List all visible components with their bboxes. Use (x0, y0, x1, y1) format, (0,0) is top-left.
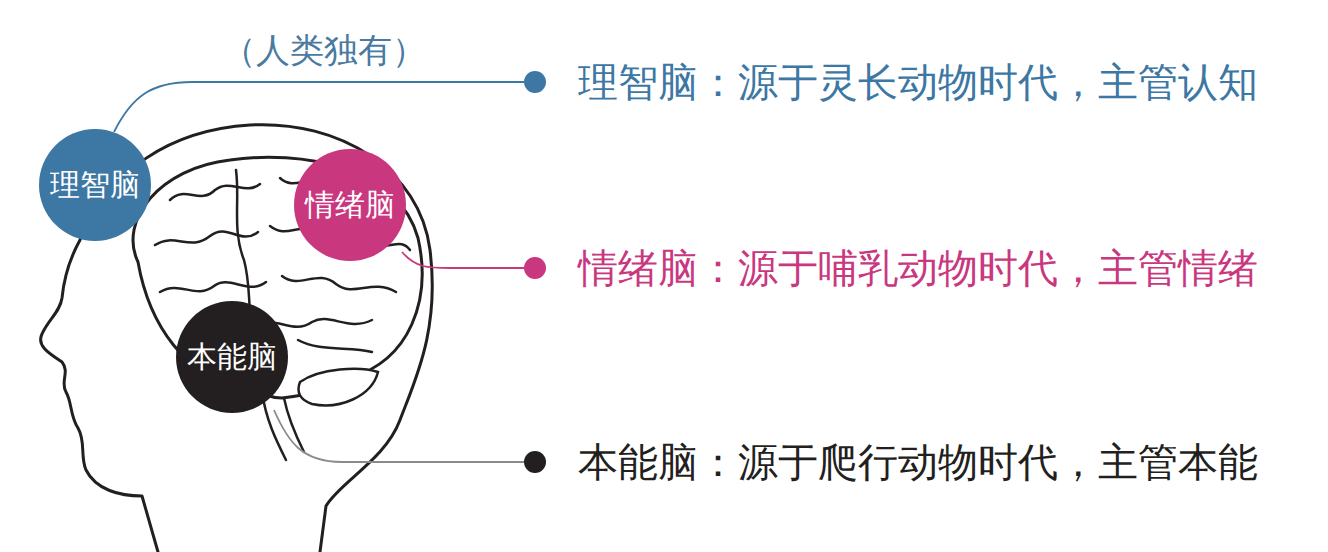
leader-dot (524, 451, 546, 473)
cerebellum (299, 369, 379, 406)
circle-text-group: 本能脑 (187, 340, 277, 375)
leader-dot (524, 71, 546, 93)
leader-line (274, 410, 524, 462)
leader-line (114, 82, 524, 132)
description-label: 理智脑：源于灵长动物时代，主管认知 (578, 58, 1258, 106)
blue-circle: 理智脑 (39, 129, 151, 241)
leader-line (402, 252, 524, 268)
head-outline (41, 125, 433, 552)
circle-text-group: 情绪脑 (305, 188, 395, 223)
circle-label: 情绪脑 (305, 188, 395, 223)
circle-label: 理智脑 (50, 168, 140, 203)
circle-label: 本能脑 (187, 340, 277, 375)
pink-circle: 情绪脑 (294, 149, 406, 261)
brain-stem (262, 392, 304, 460)
black-circle: 本能脑 (176, 301, 288, 413)
description-label: 情绪脑：源于哺乳动物时代，主管情绪 (578, 244, 1258, 292)
leader-dot (524, 257, 546, 279)
description-label: 本能脑：源于爬行动物时代，主管本能 (578, 438, 1258, 486)
note-label: （人类独有） (222, 30, 426, 71)
circle-text-group: 理智脑 (50, 168, 140, 203)
